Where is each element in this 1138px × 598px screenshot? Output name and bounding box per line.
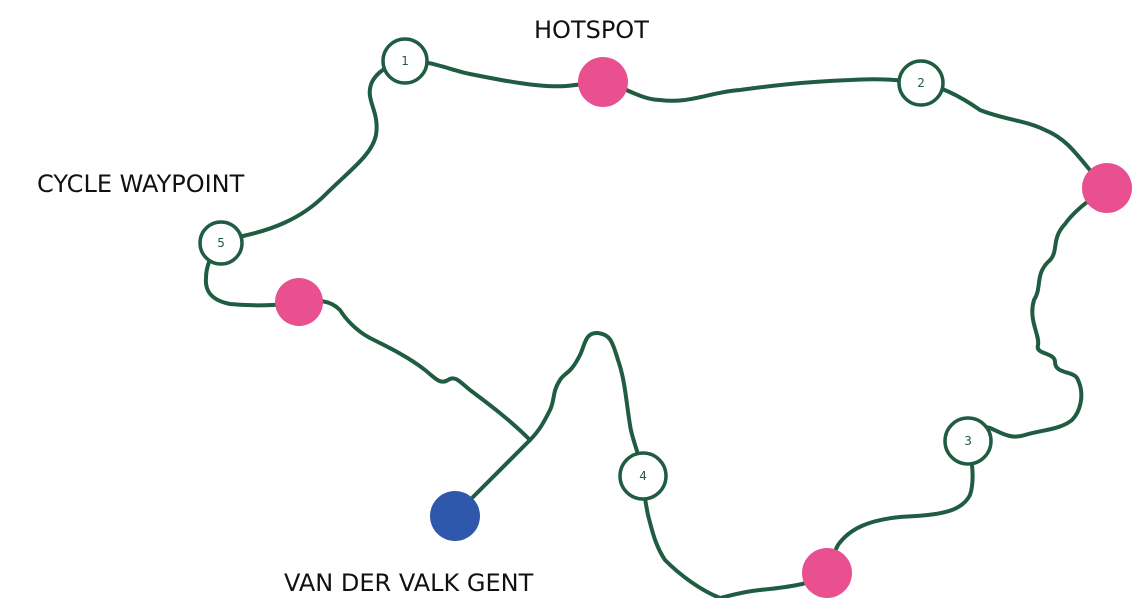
waypoint-2[interactable]: 2 [897,59,945,107]
route-west-return [203,234,532,442]
route-main-loop [241,58,1107,442]
map-labels: HOTSPOT CYCLE WAYPOINT VAN DER VALK GENT [37,16,649,597]
route-waypoint4-north [528,331,645,478]
waypoint-5[interactable]: 5 [198,220,244,266]
hotspot-label: HOTSPOT [534,16,649,44]
hotspot-marker-south[interactable] [802,548,852,598]
waypoint-number: 5 [217,236,225,250]
waypoint-4[interactable]: 4 [618,451,668,501]
waypoint-number: 2 [917,76,925,90]
route-lines [203,58,1107,598]
hotspot-marker-east[interactable] [1082,163,1132,213]
waypoint-number: 1 [401,54,409,68]
hotspot-marker-west[interactable] [275,278,323,326]
waypoint-number: 3 [964,434,972,448]
start-label: VAN DER VALK GENT [284,569,534,597]
waypoint-number: 4 [639,469,647,483]
cycle-waypoint-label: CYCLE WAYPOINT [37,170,245,198]
waypoint-circle [381,37,429,85]
waypoint-circle [198,220,244,266]
waypoint-circle [897,59,945,107]
start-marker[interactable] [430,491,480,541]
waypoints: 1 2 3 4 5 [198,37,993,501]
hotspots [275,57,1132,598]
waypoint-1[interactable]: 1 [381,37,429,85]
waypoint-circle [618,451,668,501]
route-waypoint3-south [718,438,975,598]
waypoint-3[interactable]: 3 [943,416,993,466]
hotspot-marker-north[interactable] [578,57,628,107]
waypoint-circle [943,416,993,466]
